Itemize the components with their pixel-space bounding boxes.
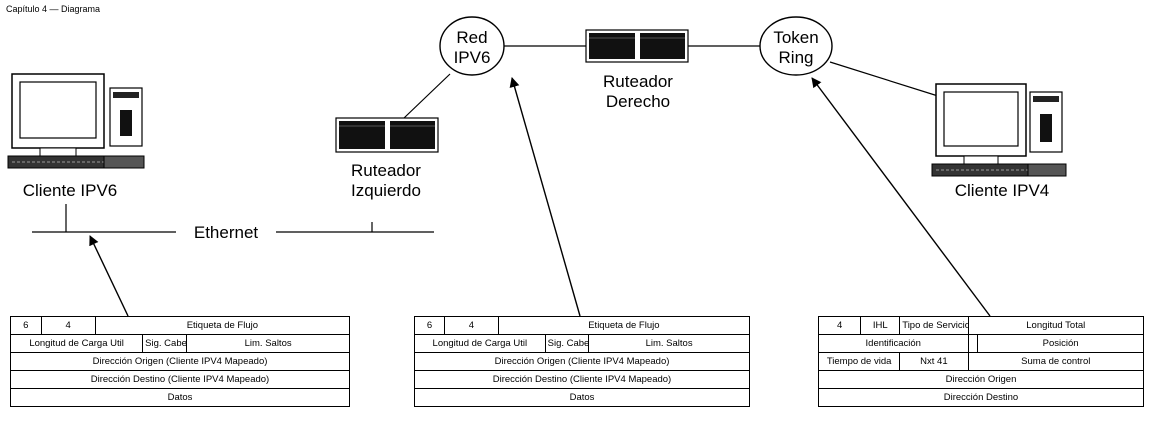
link-redipv6-router-izquierdo [403,73,451,119]
destination-address-cell: Dirección Destino (Cliente IPV4 Mapeado) [10,370,350,389]
red-ipv6-node [439,16,505,76]
hop-limit-cell: Lim. Saltos [588,334,750,353]
next-header-cell: Sig. Cabecera [544,334,590,353]
router-derecho-icon [585,29,689,63]
cliente-ipv4-computer-icon [931,83,1067,177]
hop-limit-cell: Lim. Saltos [186,334,350,353]
payload-length-cell: Longitud de Carga Util [414,334,546,353]
arrow-header2-to-red-ipv6 [509,77,581,317]
ihl-cell: IHL [860,316,901,335]
link-tokenring-cliente-ipv4 [829,61,939,97]
arrow-header3-to-token-ring [811,77,991,317]
traffic-class-cell: 4 [444,316,499,335]
page-caption: Capítulo 4 — Diagrama [6,4,100,14]
version-cell: 4 [817,316,862,335]
identification-cell: Identificación [818,334,969,353]
cliente-ipv6-label: Cliente IPV6 [23,181,118,200]
ethernet-label: Ethernet [194,223,259,242]
data-cell: Datos [10,388,350,407]
version-cell: 6 [413,316,446,335]
red-ipv6-label-1: Red [456,28,487,47]
cliente-ipv6-computer-icon [7,73,145,169]
ipv4-header-table: 4 IHL Tipo de Servicio Longitud Total Id… [817,316,1144,407]
payload-length-cell: Longitud de Carga Util [9,334,144,353]
router-izquierdo-label-1: Ruteador [351,161,421,180]
destination-address-cell: Dirección Destino (Cliente IPV4 Mapeado) [414,370,750,389]
time-to-live-cell: Tiempo de vida [817,352,901,371]
checksum-cell: Suma de control [967,352,1144,371]
ipv6-header-table-left: 6 4 Etiqueta de Flujo Longitud de Carga … [9,316,351,407]
data-cell: Datos [414,388,750,407]
type-of-service-cell: Tipo de Servicio [899,316,969,335]
router-izquierdo-label-2: Izquierdo [351,181,421,200]
router-derecho-label-2: Derecho [606,92,670,111]
traffic-class-cell: 4 [40,316,96,335]
cliente-ipv4-label: Cliente IPV4 [955,181,1050,200]
fragment-offset-cell: Posición [977,334,1144,353]
source-address-cell: Dirección Origen [818,370,1144,389]
version-cell: 6 [10,316,42,335]
source-address-cell: Dirección Origen (Cliente IPV4 Mapeado) [414,352,750,371]
destination-address-cell: Dirección Destino [818,388,1144,407]
router-izquierdo-icon [335,117,439,153]
router-derecho-label-1: Ruteador [603,72,673,91]
red-ipv6-label-2: IPV6 [454,48,491,67]
flow-label-cell: Etiqueta de Flujo [94,316,351,335]
total-length-cell: Longitud Total [967,316,1144,335]
token-ring-node [759,16,833,76]
arrow-header1-to-ethernet [89,235,129,317]
next-header-cell: Sig. Cabecera [142,334,188,353]
ipv6-header-table-middle: 6 4 Etiqueta de Flujo Longitud de Carga … [413,316,751,407]
token-ring-label-2: Ring [779,48,814,67]
token-ring-label-1: Token [773,28,818,47]
source-address-cell: Dirección Origen (Cliente IPV4 Mapeado) [10,352,350,371]
flow-label-cell: Etiqueta de Flujo [497,316,751,335]
protocol-cell: Nxt 41 [899,352,969,371]
